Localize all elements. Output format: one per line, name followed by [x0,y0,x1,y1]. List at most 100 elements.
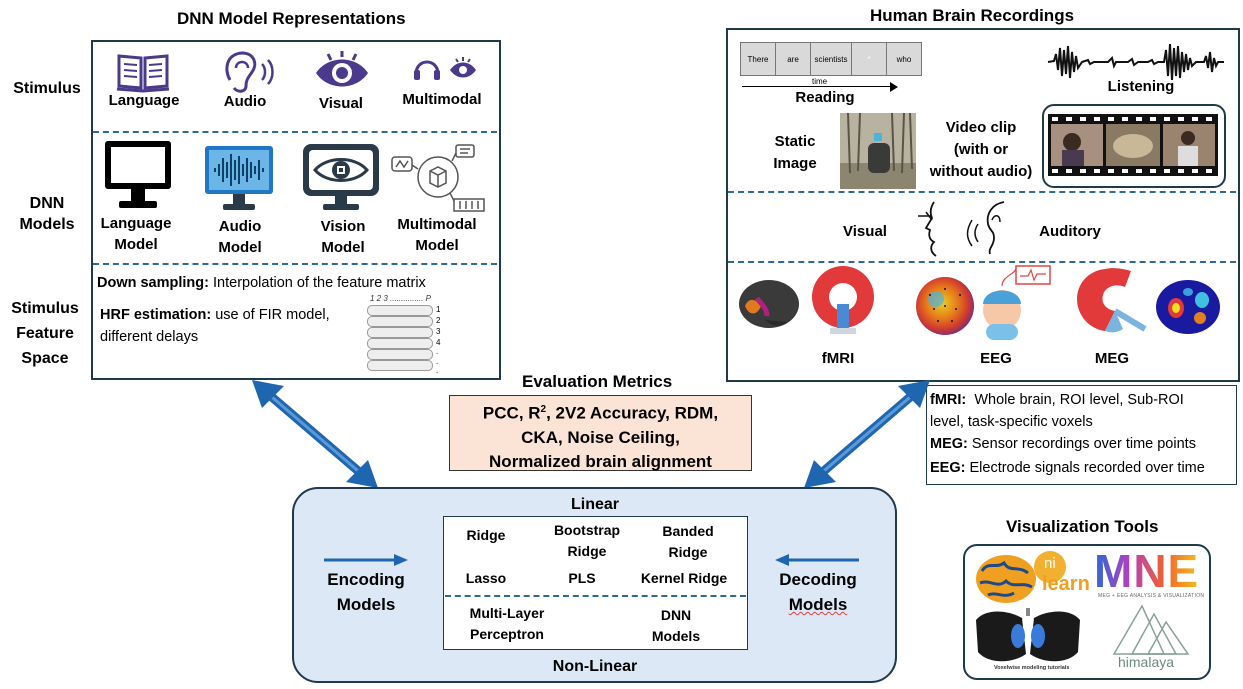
eeg-levels-bold: EEG: [930,460,966,476]
models-inner-box [443,516,748,650]
language-model-label: Language Model [93,213,179,255]
nilearn-learn: learn [1042,573,1090,595]
kernel-ridge-label: Kernel Ridge [640,570,728,586]
multimodal-model-label-l1: Multimodal [397,216,477,233]
nilearn-ni: ni [1044,555,1056,572]
brain-panel-divider-2 [728,261,1236,263]
meg-levels-text: Sensor recordings over time points [971,436,1196,452]
video-clip-label: Video clip (with or without audio) [922,117,1040,183]
row-label-dnn-models: DNN Models [4,193,90,235]
recording-levels-box: fMRI: Whole brain, ROI level, Sub-ROI le… [926,385,1237,485]
fir-row-5: . [436,347,439,356]
brain-panel-title: Human Brain Recordings [870,6,1075,25]
vision-model-label-l1: Vision [320,218,366,235]
video-clip-label-l1: Video clip [945,119,1017,136]
fmri-scanner-icon [812,266,874,334]
static-image-label: Static Image [760,131,830,175]
dnn-models-label: DNN Models [636,605,716,647]
eeg-levels: EEG: Electrode signals recorded over tim… [930,457,1236,479]
pls-label: PLS [568,570,596,586]
decoding-arrow [775,554,859,566]
eeg-head-icon [983,265,1051,340]
audio-model-label-l1: Audio [218,218,262,235]
ear-auditory-icon [966,201,1005,255]
nonlinear-label: Non-Linear [552,658,638,675]
audio-waveform [1047,43,1224,81]
himalaya-logo [1112,604,1190,655]
viz-title: Visualization Tools [1006,517,1159,536]
multimodal-model-label-l2: Model [415,237,459,254]
fir-row-2: 2 [436,316,441,325]
linear-nonlinear-divider [445,595,746,597]
metrics-line-3: Normalized brain alignment [489,451,712,471]
encoding-arrow [324,554,408,566]
row-label-stimulus: Stimulus [13,80,81,97]
linear-label: Linear [570,496,619,513]
reading-word: who [887,42,922,76]
decoding-models-l2: Models [788,595,848,614]
bootstrap-ridge-label: Bootstrap Ridge [545,520,629,562]
dnn-models-label-l1: DNN [660,607,692,623]
filmstrip-icon [1048,114,1218,176]
decoding-models-label: Decoding Models [768,567,868,617]
fir-row-4: 4 [436,338,441,347]
mlp-label-l1: Multi-Layer [469,605,545,621]
eeg-levels-text: Electrode signals recorded over time [969,460,1205,476]
monitor-icon [105,141,171,208]
vision-model-label-l2: Model [321,239,365,256]
meg-label: MEG [1094,350,1130,367]
himalaya-label: himalaya [1118,654,1175,670]
reading-words: There are scientists * who [740,42,922,76]
vision-monitor-icon [303,144,379,210]
fir-row-1: 1 [436,305,441,314]
video-clip-label-l2: (with or [953,141,1009,158]
metrics-pcc: PCC, R [482,403,541,423]
lasso-label: Lasso [465,570,507,586]
dnn-panel-divider-2 [93,263,497,265]
voxelwise-caption: Voxelwise modeling tutorials [994,665,1070,671]
dnn-models-label-l2: Models [651,628,701,644]
fir-matrix-header: 1 2 3 ............... P [370,294,431,303]
listening-label: Listening [1107,78,1175,95]
fir-row-3: 3 [436,327,441,336]
row-label-dnn-models-line1: DNN [29,195,65,212]
time-label: time [812,77,828,86]
fmri-label: fMRI [821,350,855,367]
left-double-arrow [252,380,378,488]
nilearn-logo [976,551,1066,603]
hrf-desc-2: different delays [100,329,199,345]
meg-sensor-map-icon [1156,280,1220,334]
eeg-topomap-icon [916,277,974,335]
vision-model-label: Vision Model [303,216,383,258]
eye-icon [316,51,368,87]
reading-word: There [740,42,776,76]
time-arrow-head [890,82,898,92]
metrics-r2-sup: 2 [540,404,547,415]
meg-levels: MEG: Sensor recordings over time points [930,433,1236,455]
ridge-label: Ridge [466,527,506,543]
language-model-label-l2: Model [114,236,158,253]
row-label-feature-line3: Space [21,350,69,367]
decoding-models-l1: Decoding [779,570,857,589]
audio-monitor-icon [205,146,273,210]
reading-word: * [852,42,887,76]
mne-subtitle: MEG + EEG ANALYSIS & VISUALIZATION [1098,593,1205,599]
language-model-label-l1: Language [100,215,172,232]
row-label-feature-line2: Feature [16,325,74,342]
bootstrap-ridge-l2: Ridge [567,543,607,559]
multimodal-model-icon [391,144,485,212]
metrics-rest: , 2V2 Accuracy, RDM, [546,403,719,423]
fmri-levels-text-2: level, task-specific voxels [930,414,1093,430]
reading-label: Reading [795,89,855,106]
multimodal-model-label: Multimodal Model [386,214,488,256]
hrf-bold: HRF estimation: [100,307,212,323]
video-clip-label-l3: without audio) [929,163,1033,180]
metrics-title: Evaluation Metrics [522,372,673,391]
fmri-levels-bold: fMRI: [930,392,967,408]
reading-word: are [776,42,811,76]
voxelwise-flatmap-image [976,608,1080,662]
stimulus-visual-label: Visual [319,95,363,112]
encoding-models-l2: Models [336,595,396,614]
downsampling-bold: Down sampling: [97,275,209,291]
book-icon [116,54,170,93]
